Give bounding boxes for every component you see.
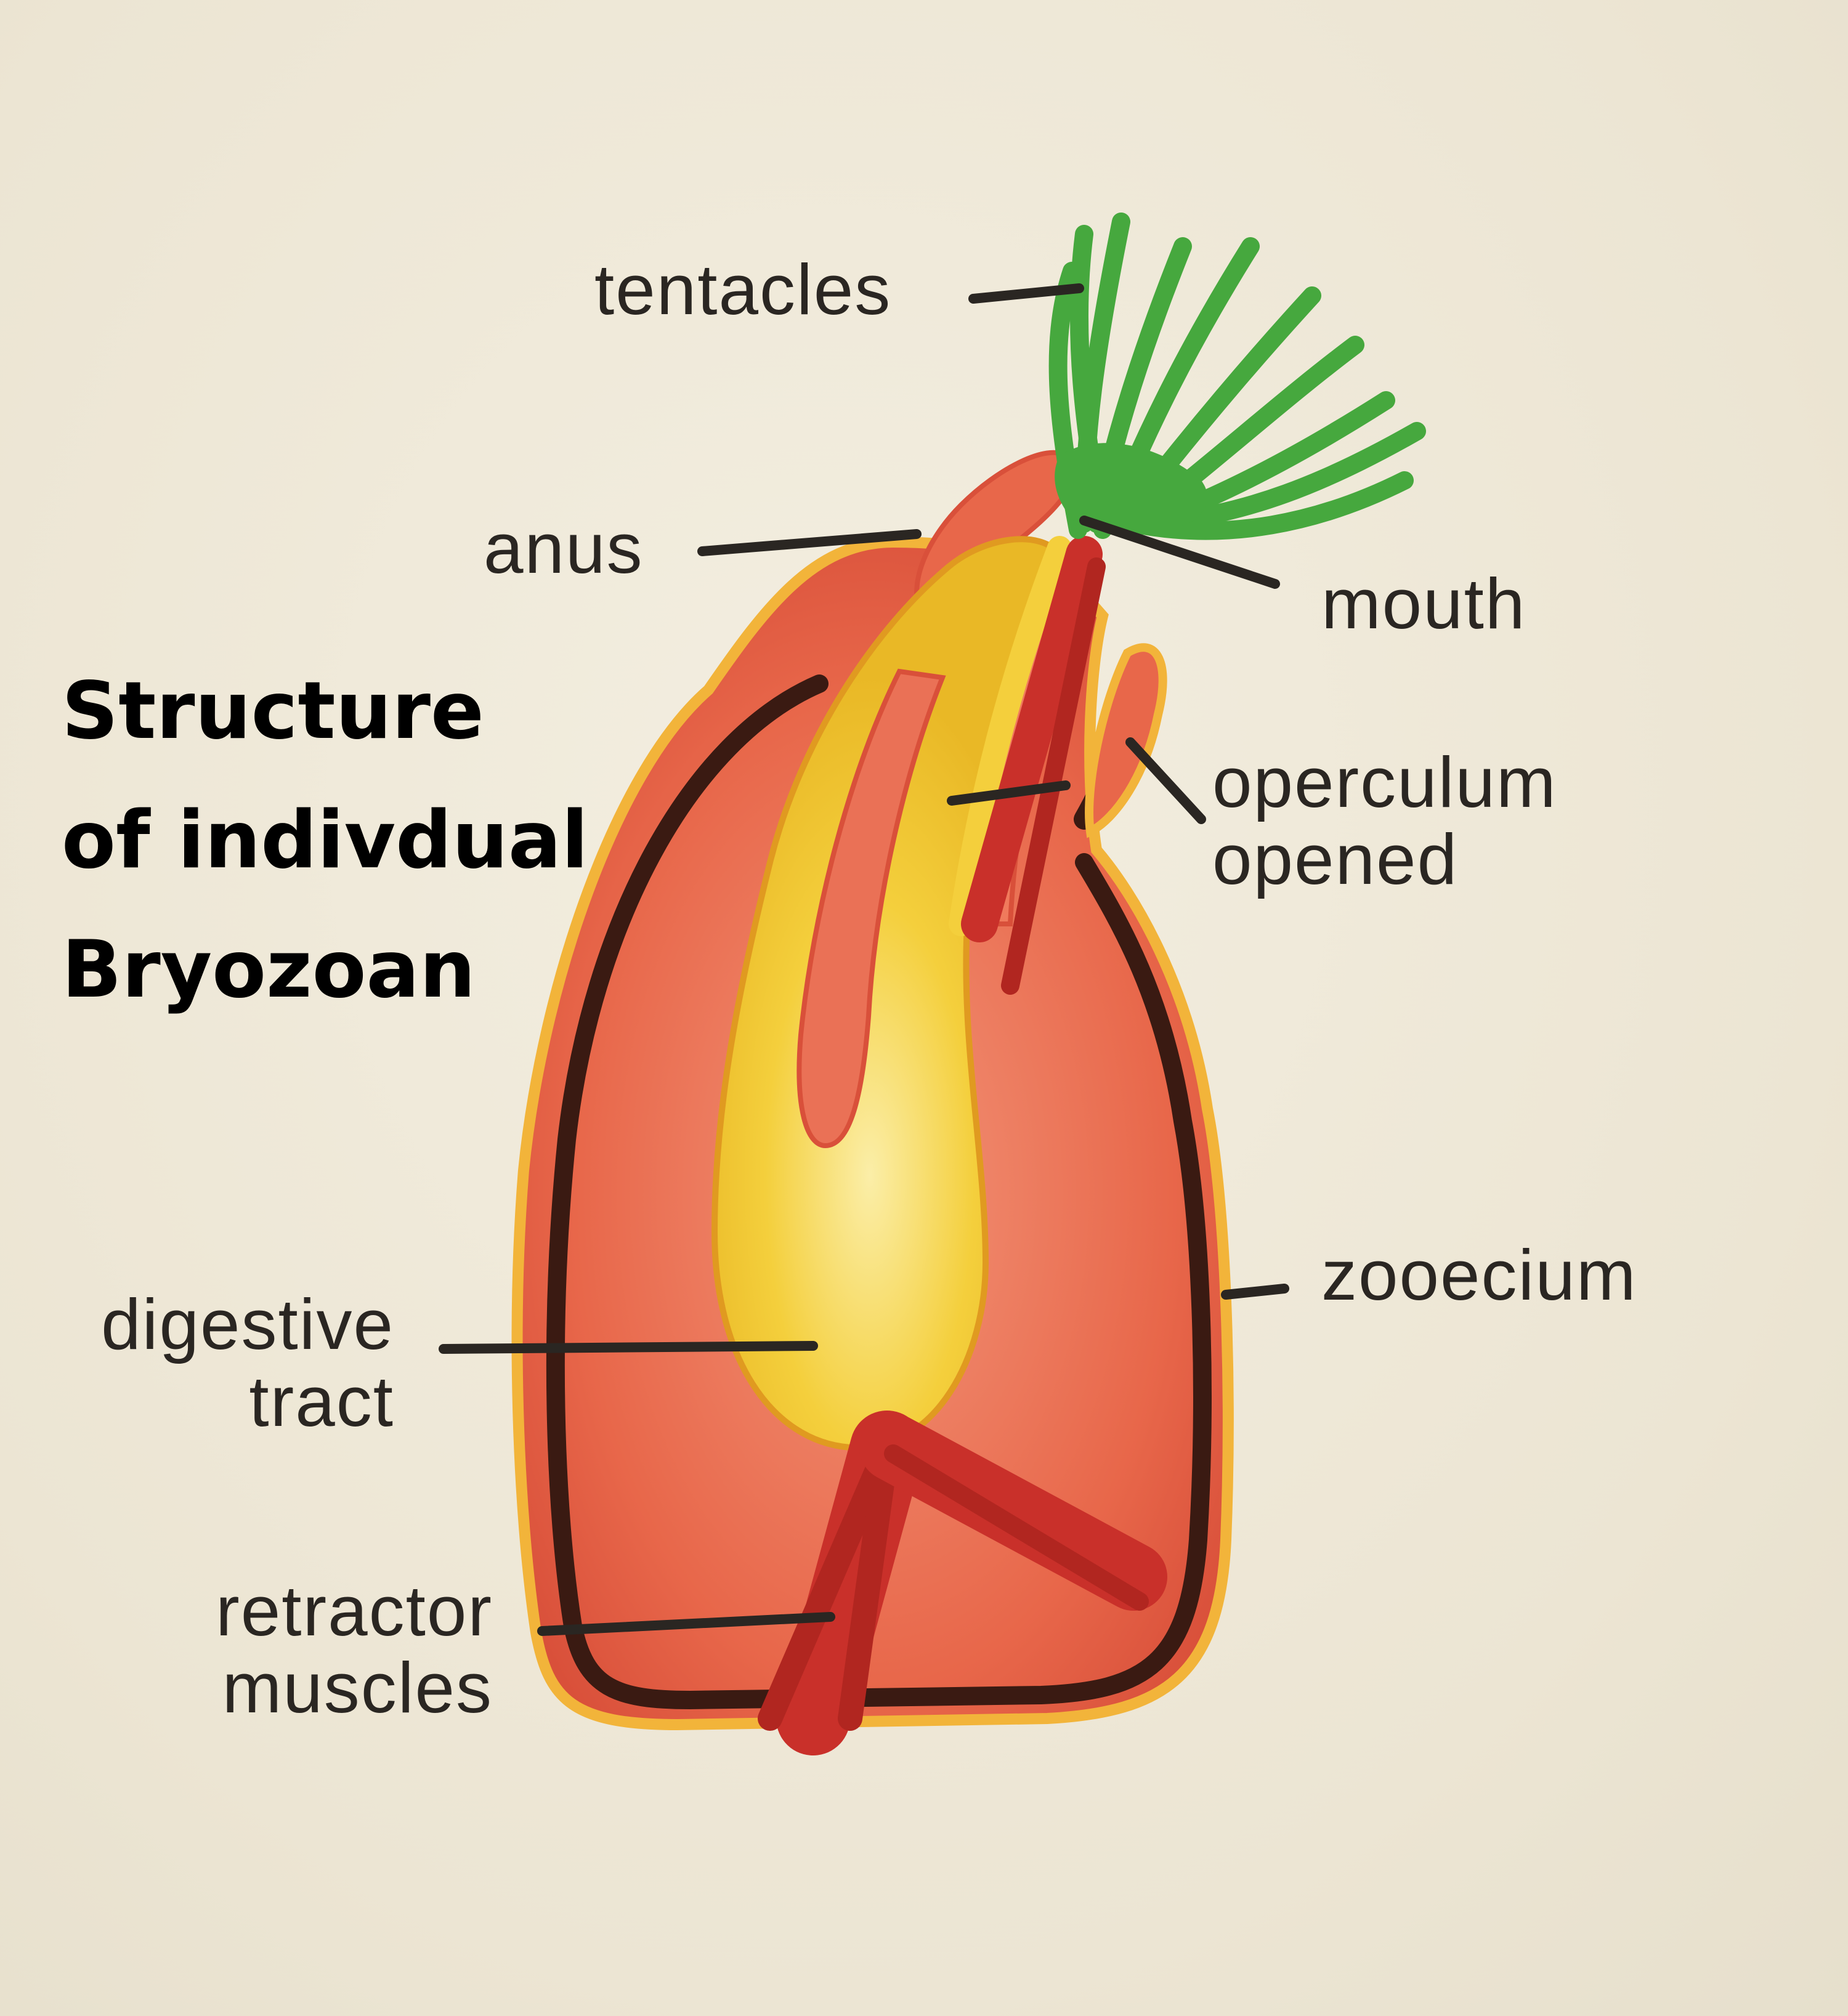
leader-retractor [537,1612,835,1636]
label-digestive-line-1: digestive [101,1284,394,1364]
label-retractor-line-2: muscles [222,1648,493,1728]
diagram-title: Structure of indivdual Bryozoan [62,647,588,1035]
tentacle-base [1055,443,1208,530]
leader-mouth [1079,516,1280,589]
title-line-3: Bryozoan [62,924,476,1016]
label-zooecium: zooecium [1321,1235,1637,1315]
label-retractor-line-1: retractor [216,1571,493,1651]
retractor-muscles [758,536,1167,1755]
title-line-2: of indivdual [62,795,589,886]
title-line-1: Structure [62,665,484,757]
leader-operculum [1125,737,1206,824]
leader-tentacles [968,283,1084,304]
oesophagus [949,536,1072,936]
leader-zooecium [1221,1284,1289,1300]
operculum-edge [1085,643,1167,838]
zooecium-wall [546,674,1212,1710]
leader-operculum-wall [947,780,1071,806]
gut-inner-loop [796,668,946,1149]
label-anus: anus [484,508,644,588]
leader-lines [439,283,1289,1636]
leader-anus [697,529,922,556]
label-digestive-line-2: tract [249,1361,394,1441]
label-mouth: mouth [1321,564,1526,644]
label-tentacles: tentacles [594,249,892,330]
label-operculum-line-1: operculum [1212,742,1557,822]
label-operculum-line-2: opened [1212,819,1459,899]
leader-digestive [439,1341,818,1354]
